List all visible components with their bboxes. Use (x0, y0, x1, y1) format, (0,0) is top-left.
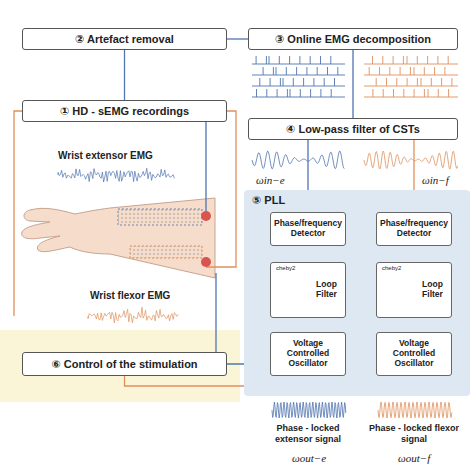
box-label: Loop Filter (311, 280, 342, 300)
box-label: Phase/frequency Detector (274, 219, 342, 239)
signal-symbol: ωout−e (292, 452, 326, 464)
wire (205, 122, 206, 211)
filter-type: cheby2 (382, 265, 401, 271)
output-name: Phase - locked flexor signal (368, 423, 460, 445)
oscillator-box: Voltage Controlled Oscillator (270, 332, 346, 376)
signal-symbol: ωin−e (256, 174, 285, 186)
signal-trace (252, 56, 345, 97)
text-group: Voltage Controlled Oscillator (380, 339, 448, 368)
box-label: ⑥ Control of the stimulation (51, 358, 197, 371)
forearm (22, 198, 215, 278)
signal-trace (252, 151, 344, 169)
connector (124, 50, 125, 100)
box-label: Loop Filter (417, 280, 448, 300)
signal-trace (58, 168, 174, 182)
wire (206, 111, 236, 267)
signal-symbol: ωout−f (398, 452, 430, 464)
box-label: ① HD - sEMG recordings (60, 105, 189, 118)
text-group: Loop Filter (311, 280, 342, 300)
signal-trace (364, 56, 458, 97)
signal-trace (272, 402, 346, 418)
process-box: ① HD - sEMG recordings (22, 100, 227, 122)
text-group: ④ Low-pass filter of CSTs (286, 123, 420, 136)
wire (215, 273, 216, 352)
connector-line (227, 38, 248, 39)
pll-panel: ⑤ PLL Phase/frequency DetectorLoop Filter… (244, 190, 470, 396)
text-group: Loop Filter (417, 280, 448, 300)
stimulation-electrode (201, 211, 211, 221)
box-label: ④ Low-pass filter of CSTs (286, 123, 420, 136)
connector (227, 39, 248, 40)
box-label: ③ Online EMG decomposition (275, 33, 431, 46)
process-box: ⑥ Control of the stimulation (22, 352, 227, 376)
text-group: Voltage Controlled Oscillator (274, 339, 342, 368)
process-box: ④ Low-pass filter of CSTs (248, 118, 458, 140)
electrode-grid (118, 209, 202, 225)
signal-trace (88, 307, 178, 323)
signal-name: Wrist extensor EMG (58, 150, 153, 161)
text-group: Phase/frequency Detector (274, 219, 342, 239)
process-box: ② Artefact removal (22, 28, 227, 50)
oscillator-box: Voltage Controlled Oscillator (376, 332, 452, 376)
box-label: ② Artefact removal (75, 33, 174, 46)
detector-box: Phase/frequency Detector (376, 212, 452, 246)
detector-box: Phase/frequency Detector (270, 212, 346, 246)
box-label: Voltage Controlled Oscillator (274, 339, 342, 368)
text-group: ② Artefact removal (75, 33, 174, 46)
text-group: ③ Online EMG decomposition (275, 33, 431, 46)
filter-type: cheby2 (276, 265, 295, 271)
output-name: Phase - locked extensor signal (262, 423, 354, 445)
connector (353, 50, 354, 118)
signal-symbol: ωin−f (422, 174, 449, 186)
box-label: Voltage Controlled Oscillator (380, 339, 448, 368)
panel-title: ⑤ PLL (252, 194, 285, 207)
signal-name: Wrist flexor EMG (90, 290, 170, 301)
wire (14, 111, 22, 316)
connector-line (352, 50, 353, 118)
electrode-grid (130, 246, 202, 258)
text-group: Phase/frequency Detector (380, 219, 448, 239)
text-group: ⑥ Control of the stimulation (51, 358, 197, 371)
connector-line (124, 50, 125, 100)
box-label: Phase/frequency Detector (380, 219, 448, 239)
stimulation-band (0, 330, 240, 402)
signal-trace (378, 402, 452, 418)
signal-trace (364, 151, 458, 169)
text-group: ① HD - sEMG recordings (60, 105, 189, 118)
process-box: ③ Online EMG decomposition (248, 28, 458, 50)
stimulation-electrode (201, 257, 211, 267)
